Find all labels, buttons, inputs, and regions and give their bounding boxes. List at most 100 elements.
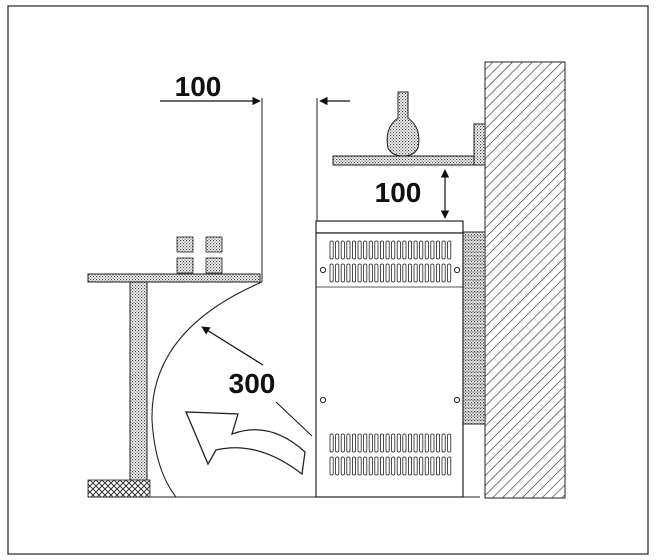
vent-slot bbox=[396, 433, 401, 453]
vent-slot bbox=[441, 456, 446, 476]
vent-slot bbox=[374, 263, 379, 283]
vent-slot bbox=[447, 456, 452, 476]
vent-slot bbox=[346, 263, 351, 283]
vent-slot bbox=[379, 263, 384, 283]
vent-slot bbox=[385, 433, 390, 453]
vent-slot bbox=[379, 433, 384, 453]
vent-slot bbox=[419, 433, 424, 453]
vent-slot bbox=[379, 456, 384, 476]
vent-slot bbox=[385, 263, 390, 283]
vent-slot bbox=[363, 240, 368, 260]
vent-slot bbox=[335, 433, 340, 453]
vent-slot bbox=[357, 433, 362, 453]
vent-slot bbox=[329, 433, 334, 453]
vent-slot bbox=[407, 263, 412, 283]
vent-slot bbox=[413, 456, 418, 476]
vent-slot bbox=[374, 240, 379, 260]
vent-slot bbox=[340, 456, 345, 476]
vent-slot bbox=[435, 240, 440, 260]
side-clearance-label: 100 bbox=[175, 71, 222, 102]
vent-slot bbox=[424, 456, 429, 476]
vent-slot bbox=[357, 263, 362, 283]
front-clearance-label: 300 bbox=[229, 368, 276, 399]
vent-slot bbox=[363, 456, 368, 476]
vent-slot bbox=[351, 433, 356, 453]
vent-slot bbox=[340, 240, 345, 260]
vent-slot bbox=[374, 433, 379, 453]
vent-slot bbox=[351, 263, 356, 283]
vent-slot bbox=[424, 240, 429, 260]
vent-slot bbox=[368, 240, 373, 260]
vent-slot bbox=[435, 263, 440, 283]
vent-slot bbox=[413, 263, 418, 283]
vent-slot bbox=[402, 240, 407, 260]
vent-slot bbox=[368, 433, 373, 453]
vent-slot bbox=[335, 240, 340, 260]
vent-slot bbox=[340, 263, 345, 283]
vent-slot bbox=[329, 263, 334, 283]
vent-slot bbox=[391, 263, 396, 283]
vent-slot bbox=[346, 240, 351, 260]
table-ornament-icon bbox=[176, 236, 223, 274]
vent-slot bbox=[441, 263, 446, 283]
front-dimension-arrow bbox=[201, 326, 264, 366]
vent-slot bbox=[340, 433, 345, 453]
vent-slot bbox=[402, 433, 407, 453]
vent-slot bbox=[435, 433, 440, 453]
diagram-border bbox=[7, 5, 649, 555]
vent-slot bbox=[329, 456, 334, 476]
vent-slot bbox=[407, 433, 412, 453]
vent-slot bbox=[391, 433, 396, 453]
vent-slot bbox=[346, 456, 351, 476]
vent-slot bbox=[430, 240, 435, 260]
heater-grilles bbox=[329, 235, 484, 476]
vent-slot bbox=[419, 240, 424, 260]
vent-slot bbox=[385, 240, 390, 260]
vent-slot bbox=[396, 240, 401, 260]
vent-slot bbox=[335, 456, 340, 476]
vent-slot bbox=[374, 456, 379, 476]
vent-slot bbox=[391, 456, 396, 476]
floor-hatch bbox=[87, 479, 151, 498]
vent-slot bbox=[435, 456, 440, 476]
front-dimension-leader bbox=[275, 401, 313, 437]
vent-slot bbox=[385, 456, 390, 476]
vent-slot bbox=[407, 456, 412, 476]
vent-slot bbox=[447, 240, 452, 260]
vent-slot bbox=[396, 263, 401, 283]
top-clearance-label: 100 bbox=[375, 177, 422, 208]
vent-slot bbox=[357, 456, 362, 476]
vent-slot bbox=[441, 433, 446, 453]
vent-slot bbox=[430, 433, 435, 453]
vent-slot bbox=[391, 240, 396, 260]
vent-slot bbox=[430, 263, 435, 283]
vent-slot bbox=[447, 263, 452, 283]
heater-cabinet bbox=[315, 220, 464, 498]
vent-slot bbox=[335, 263, 340, 283]
vent-slot bbox=[357, 240, 362, 260]
vent-slot bbox=[424, 263, 429, 283]
vent-slot bbox=[363, 263, 368, 283]
vent-slot bbox=[396, 456, 401, 476]
front-clearance-arc bbox=[151, 281, 263, 498]
vent-slot bbox=[430, 456, 435, 476]
vent-slot bbox=[413, 240, 418, 260]
vent-slot bbox=[419, 263, 424, 283]
vent-slot bbox=[329, 240, 334, 260]
vent-slot bbox=[402, 456, 407, 476]
vent-slot bbox=[402, 263, 407, 283]
airflow-arrow-icon bbox=[185, 411, 306, 476]
vase-icon bbox=[386, 91, 420, 157]
vent-slot bbox=[424, 433, 429, 453]
vent-slot bbox=[368, 456, 373, 476]
table bbox=[87, 273, 261, 498]
vent-slot bbox=[351, 240, 356, 260]
vent-slot bbox=[419, 456, 424, 476]
vent-slot bbox=[368, 263, 373, 283]
vent-slot bbox=[351, 456, 356, 476]
wall bbox=[484, 61, 566, 499]
vent-slot bbox=[363, 433, 368, 453]
vent-slot bbox=[346, 433, 351, 453]
